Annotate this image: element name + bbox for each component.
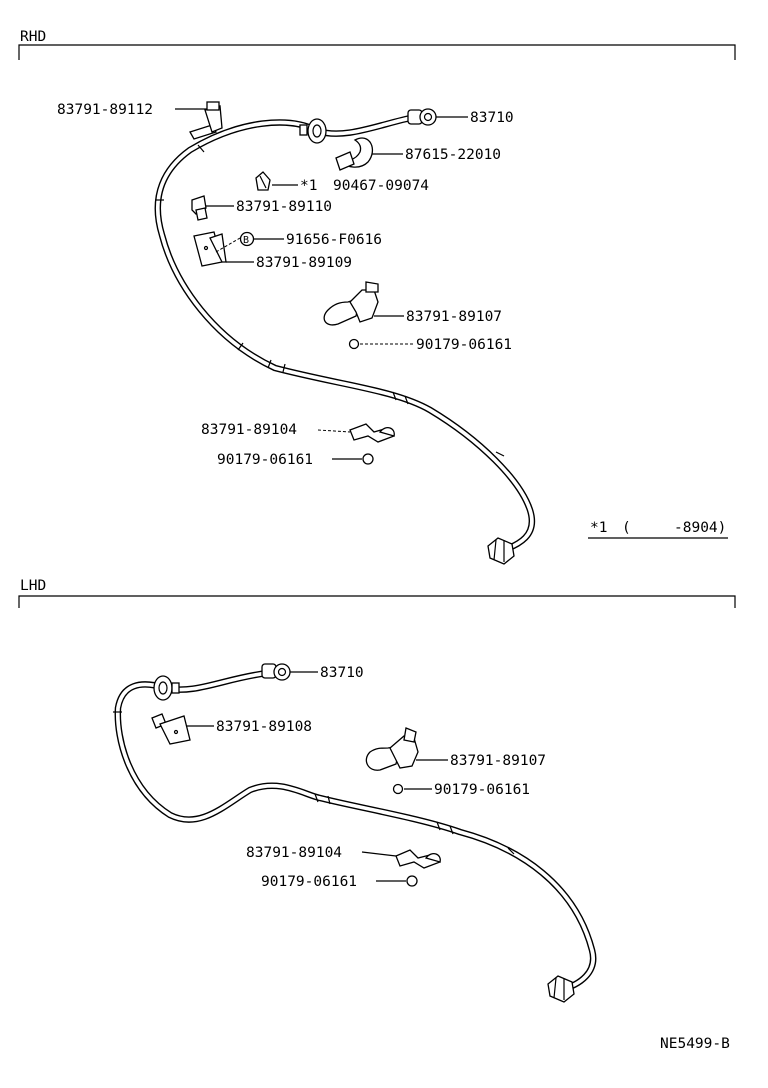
lhd-cable-end-83710: 83710: [261, 663, 364, 681]
lhd-label-89104: 83791-89104: [246, 845, 342, 861]
rhd-grommet: [299, 118, 327, 144]
rhd-clamp-89104: 83791-89104: [201, 422, 396, 443]
diagram-code: NE5499-B: [660, 1036, 730, 1052]
lhd-clamp-89104: 83791-89104: [246, 845, 442, 869]
rhd-label-90179-b: 90179-06161: [217, 452, 313, 468]
rhd-clip-note-mark: *1: [300, 178, 317, 194]
rhd-label-83710: 83710: [470, 110, 514, 126]
lhd-label-90179-b: 90179-06161: [261, 874, 357, 890]
rhd-nut-90179-b: 90179-06161: [217, 452, 374, 468]
lhd-label-89107: 83791-89107: [450, 753, 546, 769]
rhd-clamp-89110: 83791-89110: [191, 195, 332, 221]
lhd-speedometer-cable: [113, 669, 597, 994]
rhd-label-90179-a: 90179-06161: [416, 337, 512, 353]
footnote-mark: *1: [590, 520, 607, 536]
rhd-label-89107: 83791-89107: [406, 309, 502, 325]
rhd-bolt-mark: B: [243, 235, 249, 246]
lhd-cable-end-transmission: [547, 975, 575, 1003]
rhd-label-89110: 83791-89110: [236, 199, 332, 215]
rhd-label-87615: 87615-22010: [405, 147, 501, 163]
rhd-cable-end-83710: 83710: [407, 108, 514, 126]
rhd-section-label: RHD: [20, 29, 46, 45]
lhd-bracket-89108: 83791-89108: [151, 713, 312, 745]
rhd-bracket-89112: 83791-89112: [57, 101, 223, 140]
lhd-clamp-89107: 83791-89107: [365, 727, 546, 771]
lhd-section-label: LHD: [20, 578, 46, 594]
lhd-nut-90179-a: 90179-06161: [392, 782, 530, 798]
rhd-clamp-89107: 83791-89107: [323, 281, 502, 326]
rhd-bracket-89109: 83791-89109: [193, 231, 352, 271]
rhd-clip-90467: *1 90467-09074: [255, 171, 429, 194]
lhd-label-89108: 83791-89108: [216, 719, 312, 735]
lhd-label-83710: 83710: [320, 665, 364, 681]
lhd-nut-90179-b: 90179-06161: [261, 874, 418, 890]
footnote-open: (: [622, 520, 631, 536]
rhd-clamp-87615: 87615-22010: [335, 137, 501, 171]
lhd-label-90179-a: 90179-06161: [434, 782, 530, 798]
rhd-label-91656: 91656-F0616: [286, 232, 382, 248]
footnote-value: -8904): [674, 520, 726, 536]
footnote: *1 ( -8904): [588, 520, 728, 539]
lhd-section: LHD 83710: [18, 578, 736, 1003]
rhd-section: RHD 83710: [18, 29, 736, 565]
rhd-cable-end-transmission: [487, 537, 515, 565]
lhd-section-frame: [18, 595, 736, 608]
rhd-bolt-91656: B 91656-F0616: [239, 231, 382, 248]
rhd-label-89109: 83791-89109: [256, 255, 352, 271]
rhd-section-frame: [18, 44, 736, 60]
rhd-label-90467: 90467-09074: [333, 178, 429, 194]
rhd-label-89104: 83791-89104: [201, 422, 297, 438]
lhd-grommet: [153, 675, 180, 701]
rhd-nut-90179-a: 90179-06161: [348, 337, 512, 353]
rhd-label-89112: 83791-89112: [57, 102, 153, 118]
